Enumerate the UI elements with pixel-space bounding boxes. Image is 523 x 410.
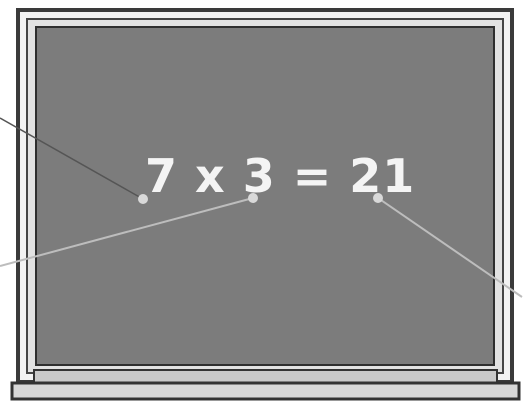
pointer-dot-product bbox=[373, 193, 383, 203]
pointer-line-product bbox=[377, 197, 523, 298]
pointer-line-factor-1 bbox=[0, 117, 144, 200]
board-base bbox=[10, 381, 521, 401]
pointer-line-factor-2 bbox=[0, 197, 254, 267]
multiplication-equation: 7 x 3 = 21 bbox=[145, 149, 416, 203]
pointer-dot-factor-1 bbox=[138, 194, 148, 204]
pointer-dot-factor-2 bbox=[248, 193, 258, 203]
board-surface bbox=[35, 26, 495, 366]
